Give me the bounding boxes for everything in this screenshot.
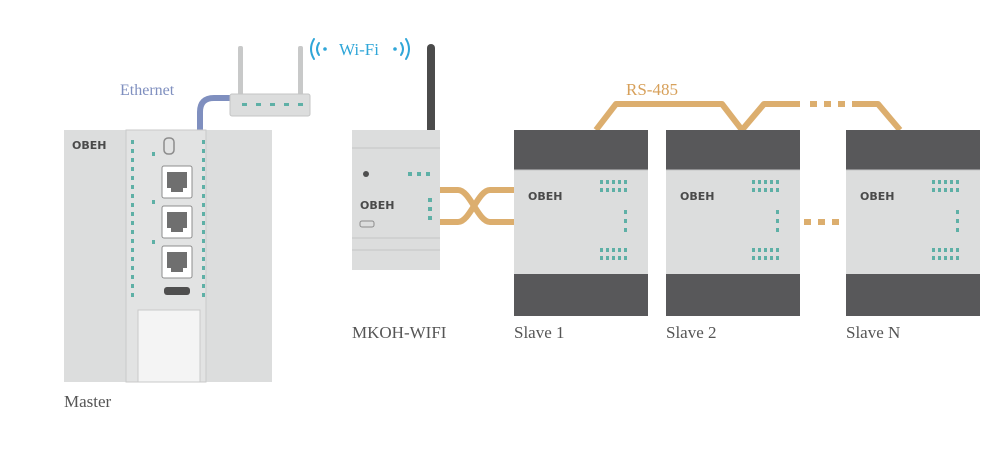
mkon-wifi-label: MKOH-WIFI (352, 323, 447, 342)
slave-logo: OBEH (860, 190, 894, 203)
wifi-waves-left-icon (310, 38, 327, 60)
rj45-port-icon (161, 165, 193, 199)
master-led-columns (131, 140, 205, 297)
rs485-label: RS-485 (626, 80, 678, 99)
mkon-wifi-module: OBEH (352, 44, 440, 270)
master-device: OBEH (64, 129, 272, 383)
wifi-label: Wi-Fi (339, 40, 379, 59)
master-logo: OBEH (72, 139, 106, 152)
wifi-waves-right-icon (393, 38, 410, 60)
rs485-twisted-cable (440, 187, 514, 225)
slave-2-device: OBEH (666, 130, 800, 316)
slave-logo: OBEH (680, 190, 714, 203)
slave-1-label: Slave 1 (514, 323, 565, 342)
ethernet-cable (197, 95, 235, 135)
rj45-port-icon (161, 245, 193, 279)
rs485-bus-arc-3 (852, 101, 903, 132)
slave-1-device: OBEH (514, 130, 648, 316)
rs485-bus-arc-1 (593, 101, 745, 132)
slave-2-label: Slave 2 (666, 323, 717, 342)
usb-port-icon (163, 137, 175, 155)
mkon-logo: OBEH (360, 199, 394, 212)
master-label: Master (64, 392, 112, 411)
ethernet-label: Ethernet (120, 82, 175, 99)
rs485-bus-dots (810, 101, 845, 107)
slave-n-device: OBEH (846, 130, 980, 316)
slave-n-label: Slave N (846, 323, 900, 342)
slave-chain-dots (804, 219, 839, 225)
slave-logo: OBEH (528, 190, 562, 203)
router (229, 46, 311, 117)
sd-slot-icon (164, 287, 190, 295)
antenna (427, 44, 435, 136)
usb-port-icon (359, 220, 375, 228)
rj45-port-icon (161, 205, 193, 239)
rs485-bus-arc-2 (739, 101, 800, 132)
